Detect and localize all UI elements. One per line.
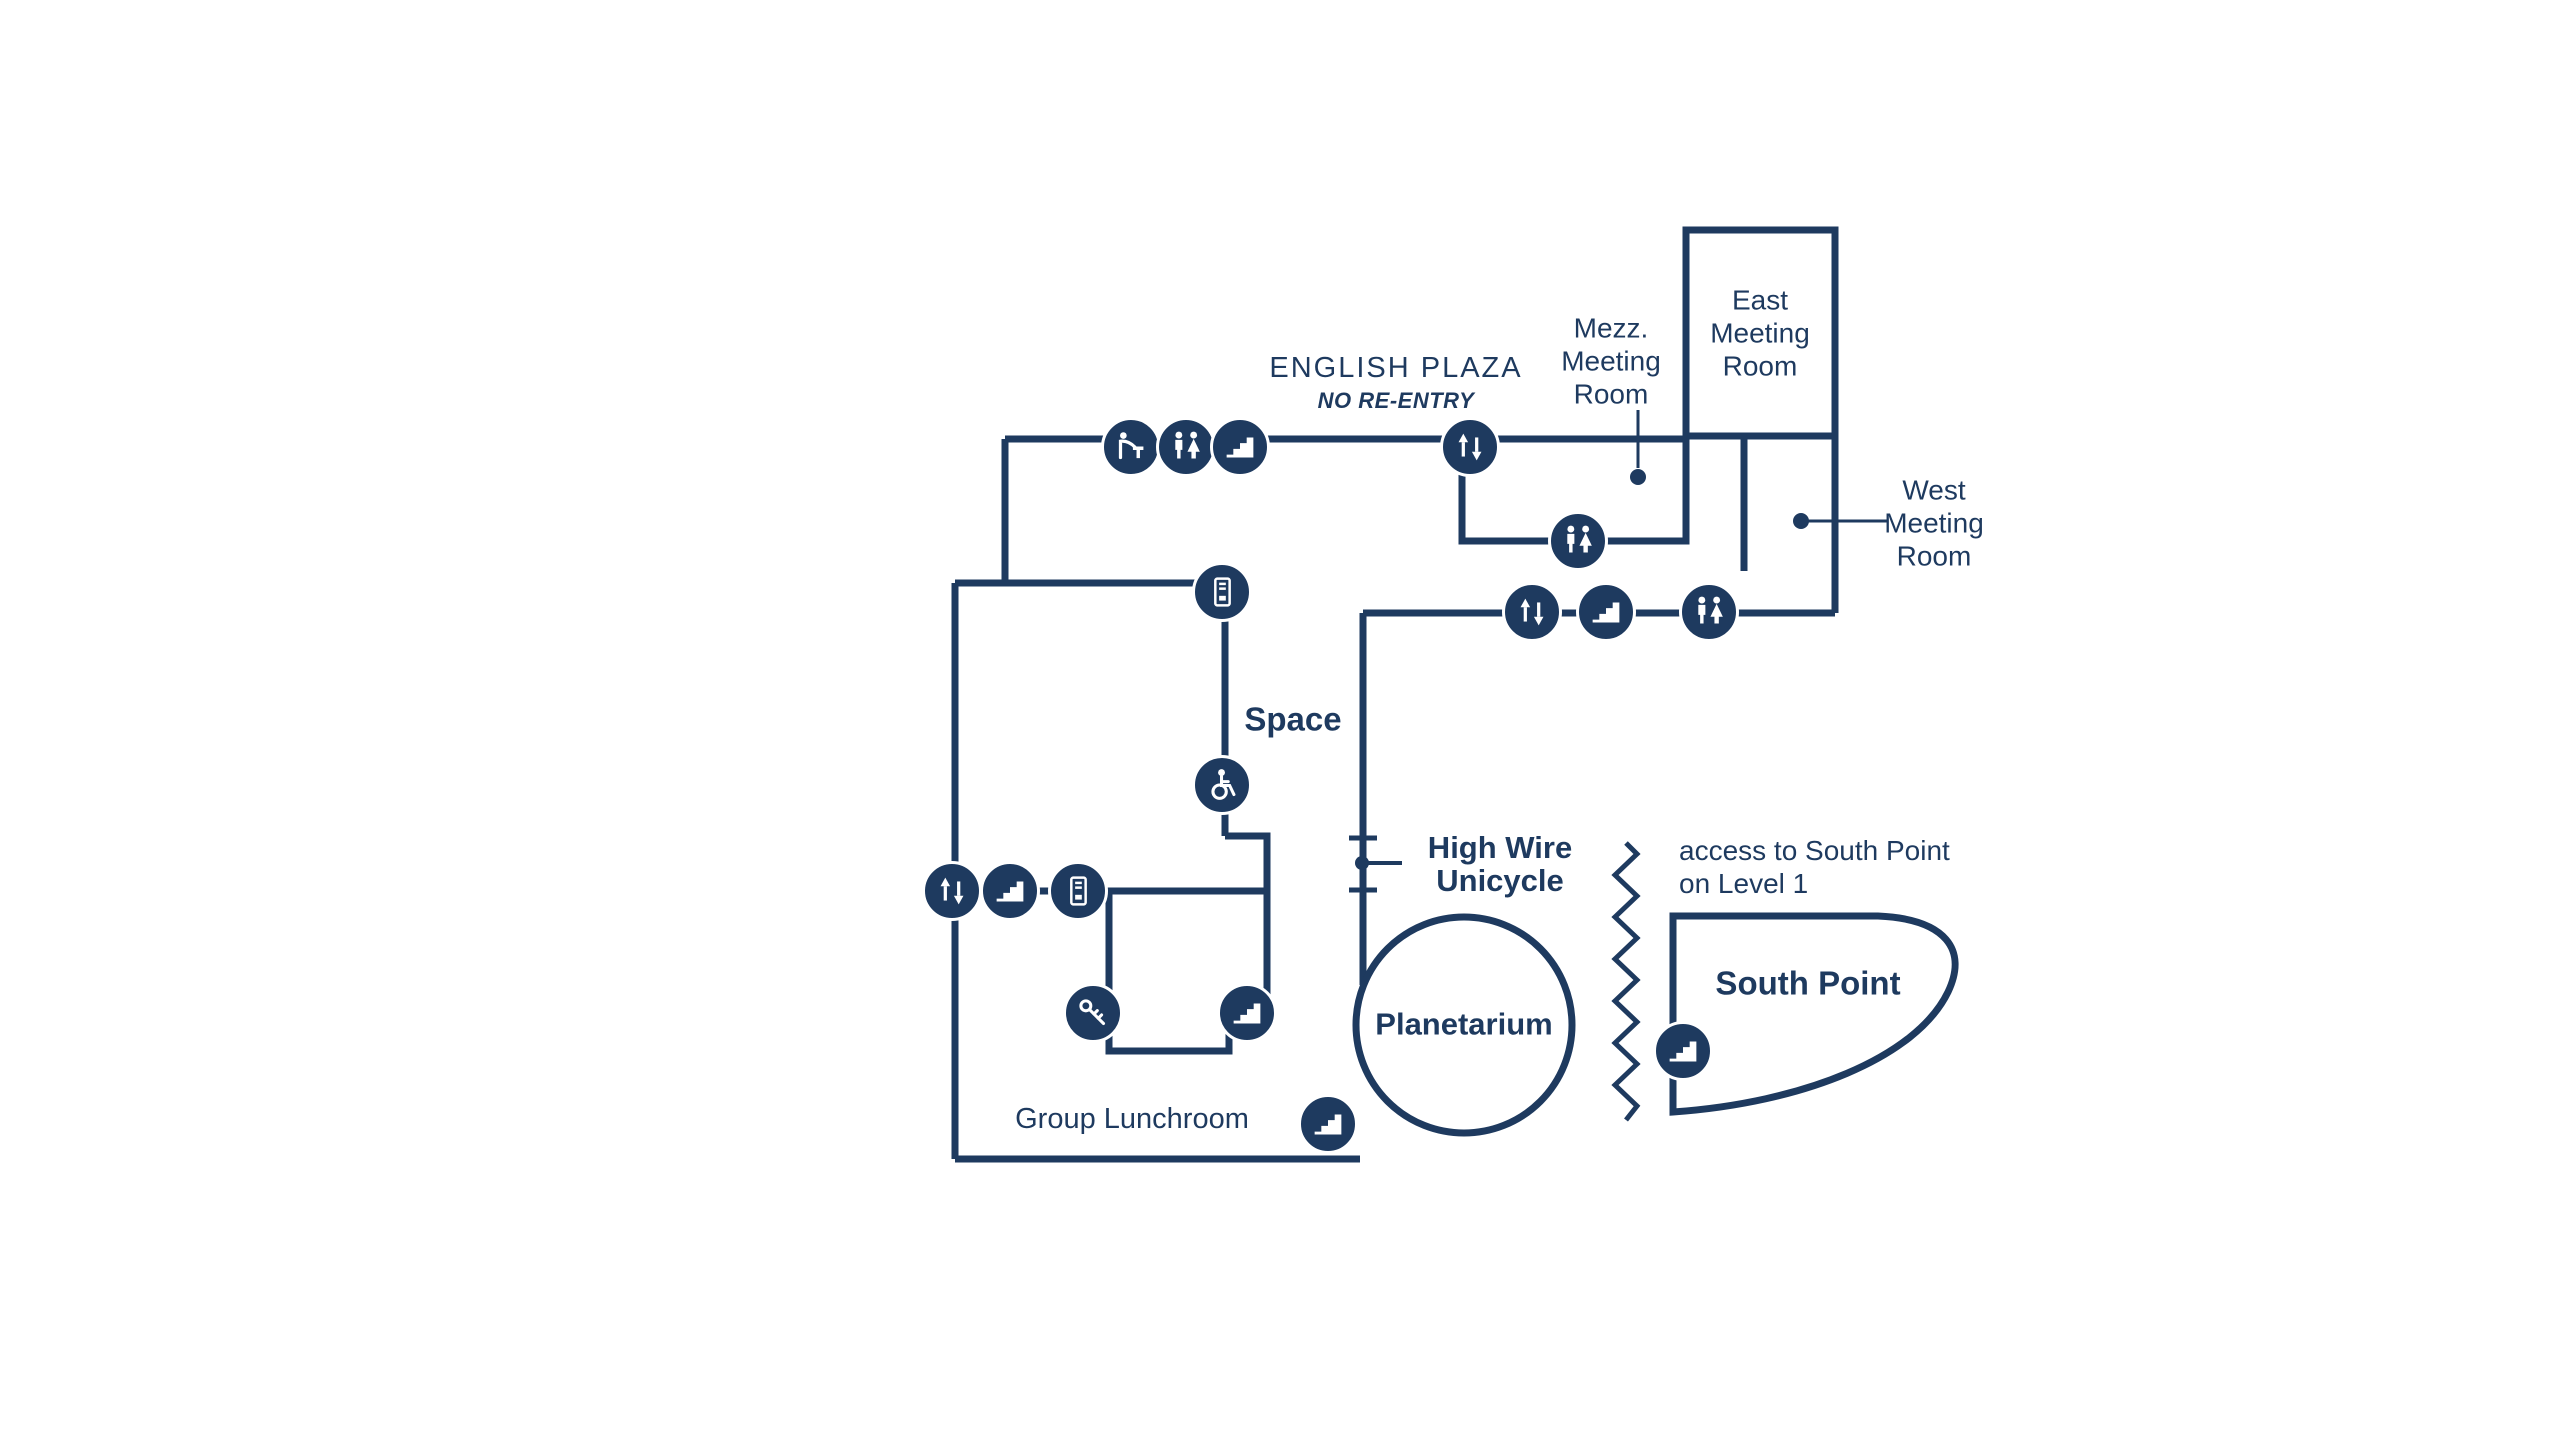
east-line2: Meeting (1710, 317, 1810, 349)
west-leader-dot (1793, 513, 1809, 529)
stairs-icon (1298, 1094, 1358, 1154)
high-wire-line2: Unicycle (1436, 863, 1564, 898)
space-label: Space (1244, 700, 1342, 738)
mezz-line3: Room (1573, 378, 1649, 410)
vending-machine-icon (1048, 861, 1108, 921)
english-plaza-label: ENGLISH PLAZA (1269, 351, 1523, 384)
stairs-icon (1576, 582, 1636, 642)
zigzag-divider (1611, 841, 1641, 1122)
east-meeting-room-label: East Meeting Room (1710, 284, 1810, 383)
drinking-fountain-icon (1101, 417, 1161, 477)
wheelchair-access-icon (1192, 755, 1252, 815)
access-line2: on Level 1 (1679, 868, 1809, 899)
stairs-icon (1217, 983, 1277, 1043)
mezz-meeting-room-label: Mezz. Meeting Room (1561, 312, 1661, 411)
west-line1: West (1902, 474, 1966, 506)
elevator-icon (1502, 582, 1562, 642)
vending-machine-icon (1192, 562, 1252, 622)
west-meeting-room-label: West Meeting Room (1884, 474, 1984, 573)
planetarium-circle (1352, 913, 1576, 1137)
east-line3: Room (1722, 350, 1798, 382)
mezz-leader-dot (1630, 469, 1646, 485)
restroom-icon (1679, 582, 1739, 642)
east-line1: East (1731, 284, 1789, 316)
mezz-line1: Mezz. (1573, 312, 1649, 344)
stairs-icon (1653, 1021, 1713, 1081)
highwire-leader-dot (1355, 856, 1369, 870)
stairs-icon (1210, 417, 1270, 477)
access-line1: access to South Point (1679, 835, 1950, 866)
west-line3: Room (1896, 540, 1972, 572)
south-point-outline (1669, 912, 1959, 1116)
group-lunchroom-label: Group Lunchroom (1015, 1102, 1249, 1135)
stairs-icon (980, 861, 1040, 921)
restroom-icon (1156, 417, 1216, 477)
mezz-line2: Meeting (1561, 345, 1661, 377)
elevator-icon (922, 861, 982, 921)
lockers-key-icon (1063, 983, 1123, 1043)
high-wire-line1: High Wire (1427, 830, 1573, 865)
west-line2: Meeting (1884, 507, 1984, 539)
no-reentry-label: NO RE-ENTRY (1317, 388, 1475, 414)
south-point-access-label: access to South Point on Level 1 (1679, 834, 1950, 900)
south-point-label: South Point (1715, 964, 1901, 1002)
restroom-icon (1548, 511, 1608, 571)
elevator-icon (1440, 417, 1500, 477)
high-wire-unicycle-label: High Wire Unicycle (1428, 831, 1572, 897)
planetarium-label: Planetarium (1375, 1006, 1553, 1042)
